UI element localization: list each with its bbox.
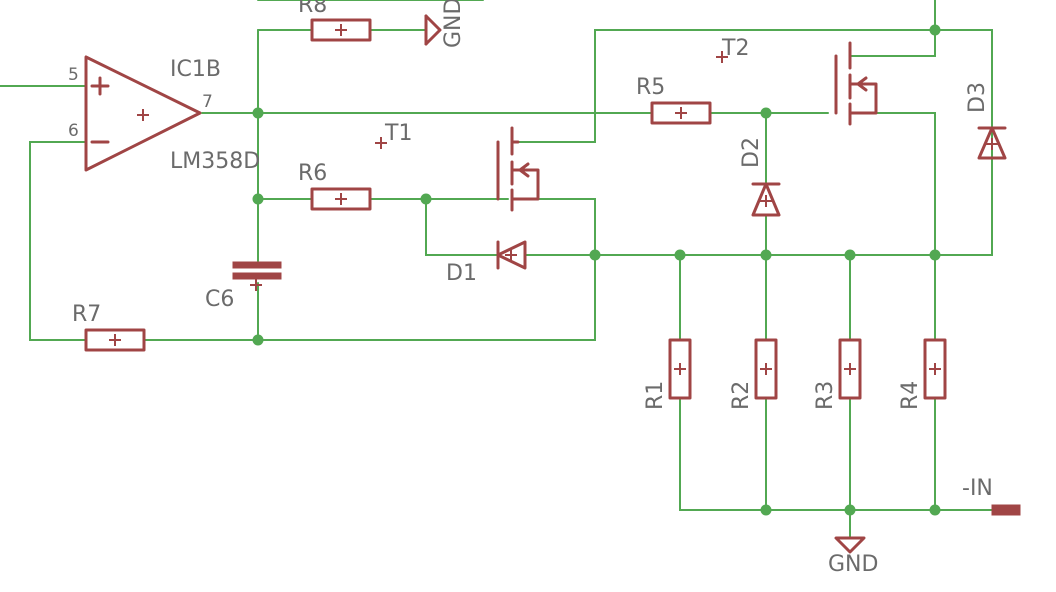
wire-sense-bus [594, 0, 993, 256]
wire-bottom-bus [679, 397, 993, 539]
diode-d1[interactable]: D1 [446, 240, 527, 286]
t1-label: T1 [384, 121, 412, 146]
opamp-pin-6: 6 [68, 121, 79, 141]
r5-label: R5 [636, 75, 665, 100]
junctions [252, 24, 941, 516]
junction-dot [420, 193, 432, 205]
resistor-r4[interactable]: R4 [898, 338, 947, 410]
junction-dot [760, 504, 772, 516]
opamp-triangle [84, 55, 202, 172]
gnd-bottom-label: GND [828, 552, 878, 577]
input-connector-minus-in[interactable]: -IN [962, 476, 1021, 516]
gnd-top-label: GND [441, 0, 466, 48]
r1-label: R1 [643, 381, 668, 410]
diode-d3[interactable]: D3 [965, 82, 1007, 160]
resistor-r2[interactable]: R2 [729, 338, 778, 410]
r3-label: R3 [813, 381, 838, 410]
junction-dot [929, 249, 941, 261]
junction-dot [760, 107, 772, 119]
d1-label: D1 [446, 261, 477, 286]
capacitor-c6[interactable]: C6 [205, 261, 282, 312]
junction-dot [674, 249, 686, 261]
gnd-top-symbol: GND [424, 0, 466, 48]
transistor-t2[interactable]: T2 [716, 36, 878, 126]
wire-d1-loop [425, 198, 596, 256]
wire-t1-source [257, 198, 596, 341]
junction-dot [844, 249, 856, 261]
input-label: -IN [962, 476, 993, 501]
r2-label: R2 [729, 381, 754, 410]
opamp-value-label: LM358D [170, 149, 260, 174]
r6-label: R6 [298, 161, 327, 186]
junction-dot [760, 249, 772, 261]
resistor-r7[interactable]: R7 [72, 302, 146, 352]
r7-label: R7 [72, 302, 101, 327]
wire-t1-gate-to-t2 [511, 29, 936, 143]
junction-dot [252, 193, 264, 205]
opamp-name-label: IC1B [170, 57, 221, 82]
resistor-r8[interactable]: R8 [298, 0, 372, 42]
gnd-bottom-symbol: GND [828, 536, 878, 577]
resistor-r3[interactable]: R3 [813, 338, 862, 410]
junction-dot [929, 504, 941, 516]
junction-dot [252, 107, 264, 119]
junction-dot [589, 249, 601, 261]
opamp-ic1b[interactable]: 5 6 7 IC1B LM358D [68, 55, 260, 174]
diode-d2[interactable]: D2 [739, 137, 781, 217]
opamp-center-mark [137, 109, 149, 121]
resistor-r5[interactable]: R5 [636, 75, 712, 125]
opamp-plus-input-sign [90, 76, 110, 96]
opamp-pin-5: 5 [68, 65, 79, 85]
wires [0, 0, 993, 539]
resistor-r6[interactable]: R6 [298, 161, 372, 211]
r8-label: R8 [298, 0, 327, 18]
wire-t2-source [849, 112, 936, 256]
c6-label: C6 [205, 287, 234, 312]
junction-dot [929, 24, 941, 36]
r4-label: R4 [898, 381, 923, 410]
junction-dot [844, 504, 856, 516]
t2-label: T2 [721, 36, 749, 61]
opamp-pin-7: 7 [202, 92, 213, 112]
resistor-r1[interactable]: R1 [643, 338, 692, 410]
transistor-t1[interactable]: T1 [375, 121, 540, 212]
junction-dot [252, 334, 264, 346]
d3-label: D3 [965, 82, 990, 113]
d2-label: D2 [739, 137, 764, 168]
wire-feedback [29, 141, 259, 341]
wire-t2-drain [849, 29, 936, 57]
